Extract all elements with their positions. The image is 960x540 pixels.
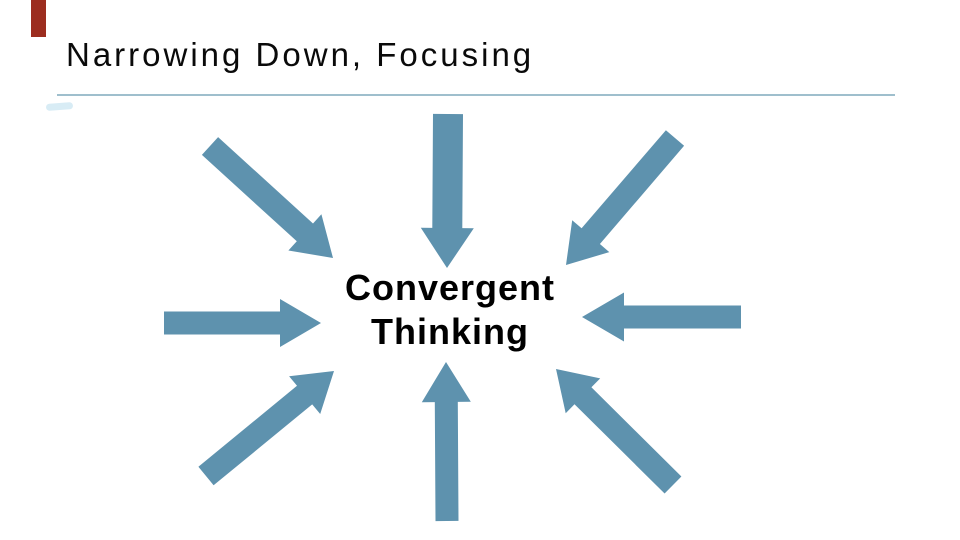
arrow-top xyxy=(420,113,474,269)
arrow-bottom-left xyxy=(198,371,334,486)
arrow-bottom xyxy=(421,362,471,522)
arrow-left xyxy=(164,299,321,347)
arrow-top-left xyxy=(201,137,333,258)
corner-tab xyxy=(31,0,46,37)
slide-title: Narrowing Down, Focusing xyxy=(66,36,535,73)
center-text-line1: Convergent xyxy=(344,267,556,308)
arrow-right xyxy=(582,292,741,342)
center-text: Convergent Thinking xyxy=(300,266,600,354)
arrow-bottom-right xyxy=(556,369,682,494)
arrow-top-right xyxy=(566,130,685,265)
center-text-line2: Thinking xyxy=(371,311,529,352)
title-separator-line xyxy=(57,94,895,96)
